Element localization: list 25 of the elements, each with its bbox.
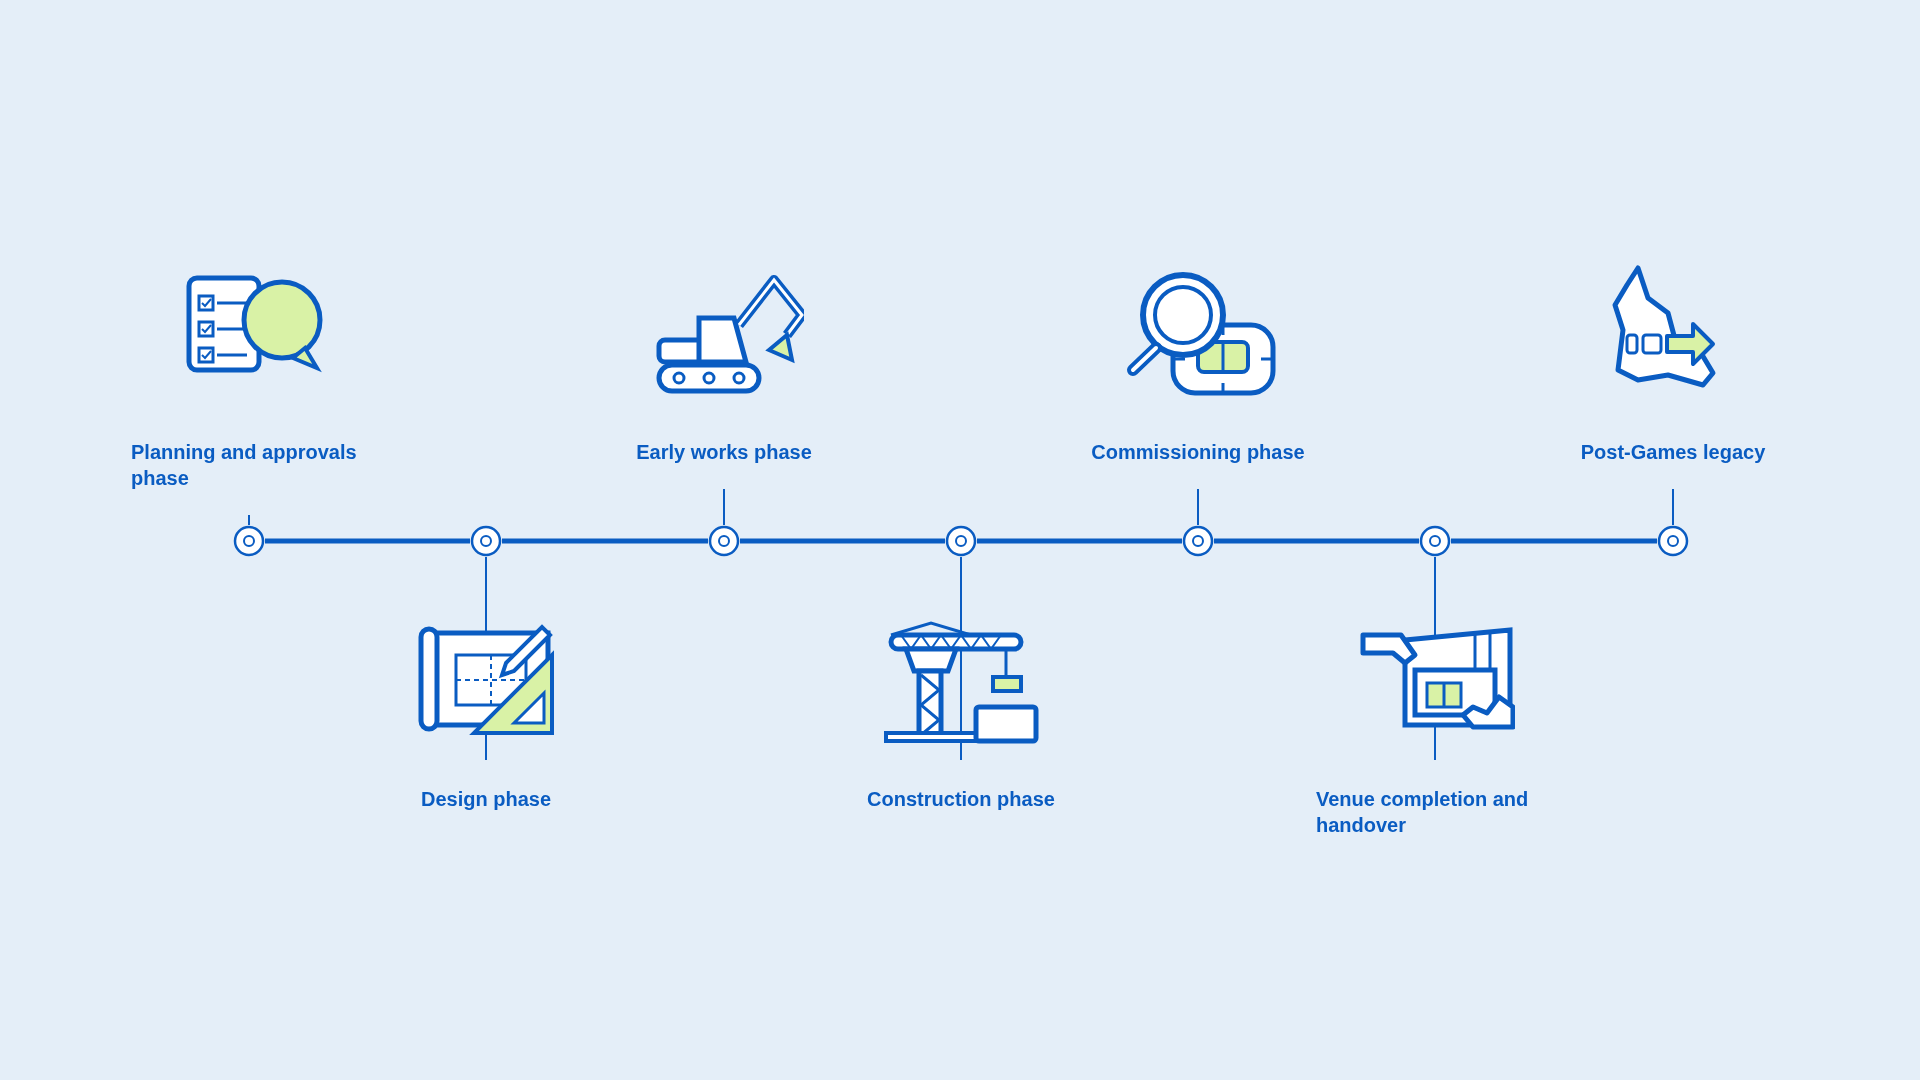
tick-line — [248, 514, 250, 526]
tick-line — [960, 556, 962, 761]
milestone-circle — [708, 525, 740, 557]
phase-label: Post-Games legacy — [1543, 439, 1803, 465]
milestone-circle — [470, 525, 502, 557]
timeline-line — [1214, 538, 1419, 544]
tick-line — [1672, 488, 1674, 526]
milestone-circle — [1657, 525, 1689, 557]
phase-label: Planning and approvals phase — [131, 439, 371, 491]
milestone-circle — [1182, 525, 1214, 557]
phase-label: Early works phase — [594, 439, 854, 465]
timeline-line — [977, 538, 1182, 544]
milestone-circle — [233, 525, 265, 557]
timeline-line — [740, 538, 945, 544]
phase-label: Construction phase — [831, 786, 1091, 812]
timeline-line — [502, 538, 708, 544]
phase-label: Design phase — [366, 786, 606, 812]
tick-line — [723, 488, 725, 526]
timeline-line — [1451, 538, 1657, 544]
phase-label: Venue completion and handover — [1316, 786, 1546, 838]
tick-line — [1197, 488, 1199, 526]
phase-label: Commissioning phase — [1068, 439, 1328, 465]
milestone-circle — [1419, 525, 1451, 557]
milestone-circle — [945, 525, 977, 557]
timeline-line — [265, 538, 470, 544]
